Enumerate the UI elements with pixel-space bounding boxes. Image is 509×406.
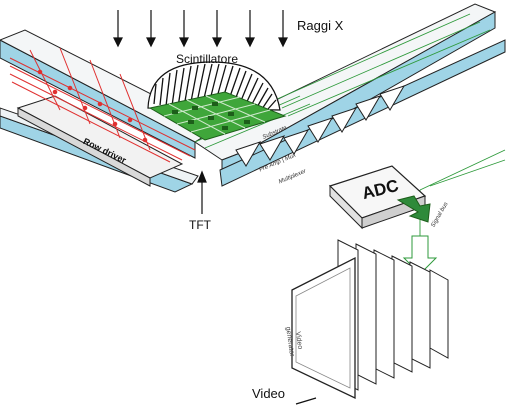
row-driver xyxy=(16,95,184,187)
scintillator xyxy=(147,61,281,111)
row-lines xyxy=(9,47,196,163)
scintillator-label: Scintillatore xyxy=(176,52,239,66)
xray-label: Raggi X xyxy=(297,18,344,33)
tft-pointer xyxy=(197,170,207,214)
video-label: Video xyxy=(252,386,286,401)
xray-arrows xyxy=(113,10,288,48)
video-frames xyxy=(291,239,449,400)
pixel-array xyxy=(148,91,287,141)
tft-label: TFT xyxy=(189,218,211,232)
amplifier-chips xyxy=(235,85,406,167)
video-output-arrow xyxy=(295,397,317,405)
